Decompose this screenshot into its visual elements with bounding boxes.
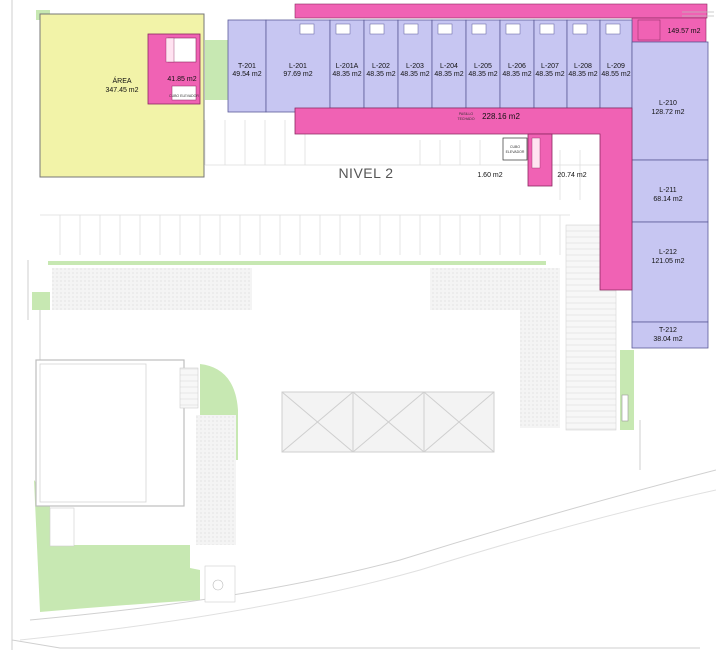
elevator-left (171, 85, 197, 101)
label-l204-name: L-204 (440, 63, 458, 70)
label-t212-name: T-212 (659, 327, 677, 334)
label-l201a-value: 48.35 m2 (332, 71, 361, 78)
parking-upper (204, 120, 581, 200)
locales-row (227, 19, 633, 113)
label-l201-value: 97.69 m2 (283, 71, 312, 78)
unit-l211 (631, 159, 709, 223)
label-l206-name: L-206 (508, 63, 526, 70)
common-top-right-box (637, 19, 661, 41)
label-elevator-small: 1.60 m2 (477, 172, 502, 179)
green-strip-top (205, 40, 229, 100)
building-lower-left (35, 359, 185, 507)
svg-text:CUBO: CUBO (510, 145, 520, 149)
unit-l206 (499, 19, 535, 109)
label-l202-value: 48.35 m2 (366, 71, 395, 78)
paved-left (52, 268, 252, 310)
unit-l209 (599, 19, 633, 109)
unit-l201 (265, 19, 331, 113)
label-l201a-name: L-201A (336, 63, 359, 70)
green-small-left (32, 292, 50, 310)
label-l203-name: L-203 (406, 63, 424, 70)
label-l202-name: L-202 (372, 63, 390, 70)
common-corridor (294, 107, 633, 291)
label-l212-name: L-212 (659, 249, 677, 256)
label-t212-value: 38.04 m2 (653, 336, 682, 343)
green-bottom (34, 480, 200, 612)
block-lower-2 (204, 565, 236, 603)
unit-l208 (566, 19, 601, 109)
building-lower-left-inner (39, 363, 147, 503)
label-stair-left: 41.85 m2 (167, 76, 196, 83)
label-l205-value: 48.35 m2 (468, 71, 497, 78)
label-l206-value: 48.35 m2 (502, 71, 531, 78)
label-l208-value: 48.35 m2 (568, 71, 597, 78)
label-l211-value: 68.14 m2 (653, 196, 682, 203)
stair-right-inner (531, 137, 541, 169)
block-lower (49, 507, 75, 547)
right-bollard (621, 394, 629, 422)
label-corridor: 228.16 m2 (482, 112, 520, 121)
stair-lower-left (179, 367, 199, 409)
stair-left-small (165, 37, 175, 63)
site-curve-outer (19, 489, 716, 641)
label-area-name: ÁREA (112, 76, 131, 85)
service-rooms (299, 23, 621, 35)
label-l201-name: L-201 (289, 63, 307, 70)
elevator-right (502, 137, 528, 161)
svg-text:ELEVADOR: ELEVADOR (506, 150, 525, 154)
unit-l210 (631, 41, 709, 161)
paved-bottom-left (196, 415, 236, 545)
green-strip-mid (48, 261, 546, 265)
label-l210-name: L-210 (659, 100, 677, 107)
label-l212-value: 121.05 m2 (651, 258, 684, 265)
unit-l212 (631, 221, 709, 323)
label-l208-name: L-208 (574, 63, 592, 70)
parking-middle (40, 164, 600, 255)
label-l209-name: L-209 (607, 63, 625, 70)
label-l207-value: 48.35 m2 (535, 71, 564, 78)
common-top-strip (294, 3, 708, 19)
paved-ramp (520, 268, 560, 428)
unit-l204 (431, 19, 467, 109)
label-l204-value: 48.35 m2 (434, 71, 463, 78)
label-l210-value: 128.72 m2 (651, 109, 684, 116)
site-curve (29, 469, 716, 621)
svg-text:PASILLO: PASILLO (459, 112, 474, 116)
label-l209-value: 48.55 m2 (601, 71, 630, 78)
locales-column (631, 41, 709, 349)
unit-l207 (533, 19, 568, 109)
label-l211-name: L-211 (659, 187, 676, 194)
label-l205-name: L-205 (474, 63, 492, 70)
svg-text:TECHADO: TECHADO (457, 117, 474, 121)
label-l207-name: L-207 (541, 63, 559, 70)
site-outline (11, 0, 700, 650)
label-l203-value: 48.35 m2 (400, 71, 429, 78)
svg-text:CUBO ELEVADOR: CUBO ELEVADOR (169, 94, 199, 98)
level-title: NIVEL 2 (338, 165, 393, 181)
central-plaza (281, 391, 495, 453)
label-t201-name: T-201 (238, 63, 256, 70)
unit-l203 (397, 19, 433, 109)
roundabout-mark (212, 579, 224, 591)
common-top-right (631, 17, 707, 43)
label-top-right: 149.57 m2 (667, 28, 700, 35)
label-stair-right: 20.74 m2 (557, 172, 586, 179)
label-area-value: 347.45 m2 (105, 87, 138, 94)
label-t201-value: 49.54 m2 (232, 71, 261, 78)
unit-t201 (227, 19, 267, 113)
unit-t212 (631, 321, 709, 349)
